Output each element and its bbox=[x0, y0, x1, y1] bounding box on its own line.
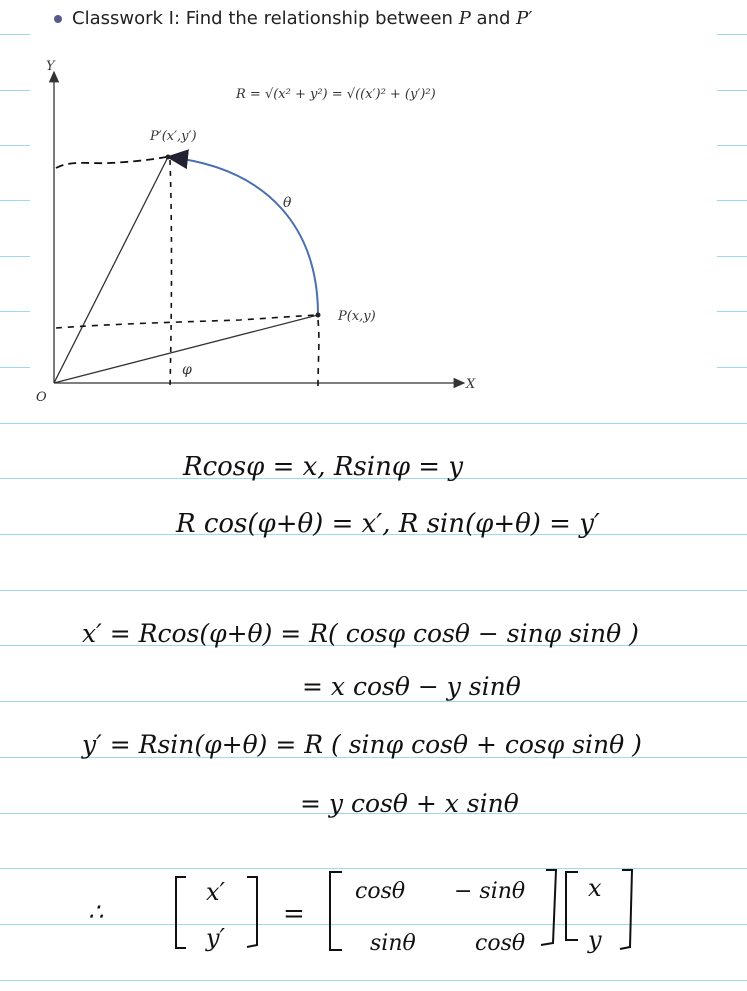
phi-label: φ bbox=[182, 362, 192, 378]
matrix-equals: = bbox=[283, 899, 305, 929]
note-line-5: y′ = Rsin(φ+θ) = R ( sinφ cosθ + cosφ si… bbox=[81, 730, 642, 759]
heading-p: P bbox=[458, 8, 471, 29]
ruled-line bbox=[0, 813, 747, 814]
ruled-line bbox=[717, 90, 747, 91]
radius-formula: R = √(x² + y²) = √((x′)² + (y′)²) bbox=[235, 87, 436, 102]
ruled-line bbox=[0, 590, 747, 591]
left-vector-top: x′ bbox=[206, 878, 226, 906]
ruled-line bbox=[717, 34, 747, 35]
ruled-line bbox=[0, 645, 747, 646]
origin-label: O bbox=[36, 390, 47, 405]
heading-p-prime: P′ bbox=[516, 8, 533, 29]
ruled-line bbox=[0, 701, 747, 702]
right-vector-top: x bbox=[588, 874, 602, 902]
ruled-line bbox=[0, 367, 30, 368]
note-line-1: Rcosφ = x, Rsinφ = y bbox=[182, 452, 463, 482]
ruled-line bbox=[0, 200, 30, 201]
right-vector-bracket-close bbox=[619, 869, 634, 950]
ruled-line bbox=[0, 311, 30, 312]
matrix-a21: sinθ bbox=[370, 931, 416, 956]
ruled-line bbox=[717, 145, 747, 146]
point-p-label: P(x,y) bbox=[337, 309, 376, 324]
ruled-line bbox=[0, 256, 30, 257]
bullet-icon bbox=[54, 14, 62, 23]
point-p-prime bbox=[165, 154, 171, 160]
x-axis-label: X bbox=[465, 377, 476, 392]
therefore-symbol: ∴ bbox=[88, 898, 104, 926]
rotation-diagram: Y X O P(x,y) P′(x′,y′) θ φ R = √(x² + y²… bbox=[36, 59, 476, 405]
point-p-prime-label: P′(x′,y′) bbox=[149, 129, 197, 144]
ruled-line bbox=[0, 980, 747, 981]
ruled-line bbox=[0, 34, 30, 35]
ruled-line bbox=[717, 311, 747, 312]
note-line-6: = y cosθ + x sinθ bbox=[300, 789, 519, 818]
ruled-line bbox=[717, 367, 747, 368]
note-line-2: R cos(φ+θ) = x′, R sin(φ+θ) = y′ bbox=[175, 509, 600, 539]
left-vector-bottom: y′ bbox=[205, 924, 226, 952]
ruled-line bbox=[0, 534, 747, 535]
classwork-heading: Classwork I: Find the relationship betwe… bbox=[54, 8, 532, 29]
right-vector-bottom: y bbox=[587, 926, 602, 954]
matrix-a12: − sinθ bbox=[454, 879, 525, 904]
rotation-arc bbox=[166, 149, 319, 316]
ruled-line bbox=[717, 200, 747, 201]
ruled-line bbox=[0, 924, 747, 925]
point-p bbox=[315, 312, 321, 318]
ruled-line bbox=[0, 868, 747, 869]
matrix-a22: cosθ bbox=[475, 931, 525, 956]
note-line-3: x′ = Rcos(φ+θ) = R( cosφ cosθ − sinφ sin… bbox=[82, 619, 639, 648]
vector-op-prime bbox=[53, 156, 169, 384]
ruled-line bbox=[0, 757, 747, 758]
right-vector-bracket-open bbox=[565, 871, 578, 941]
theta-label: θ bbox=[283, 195, 292, 211]
heading-and: and bbox=[470, 8, 517, 29]
ruled-line bbox=[0, 478, 747, 479]
ruled-line bbox=[717, 256, 747, 257]
left-vector-bracket-open bbox=[175, 876, 186, 949]
guide-p-prime-vertical bbox=[169, 159, 173, 389]
left-vector-bracket-close bbox=[246, 876, 258, 948]
guide-p-prime-horizontal bbox=[55, 156, 167, 169]
guide-p-vertical bbox=[317, 319, 320, 387]
matrix-a11: cosθ bbox=[355, 879, 405, 904]
ruled-line bbox=[0, 145, 30, 146]
ruled-line bbox=[0, 90, 30, 91]
vector-op bbox=[53, 314, 319, 384]
note-line-4: = x cosθ − y sinθ bbox=[302, 672, 521, 701]
y-axis-label: Y bbox=[46, 59, 56, 74]
matrix-bracket-open bbox=[329, 871, 342, 951]
heading-text: Classwork I: Find the relationship betwe… bbox=[72, 8, 459, 29]
handwritten-notes: Rcosφ = x, Rsinφ = y R cos(φ+θ) = x′, R … bbox=[81, 452, 642, 956]
matrix-bracket-close bbox=[540, 869, 558, 946]
ruled-line bbox=[0, 423, 747, 424]
